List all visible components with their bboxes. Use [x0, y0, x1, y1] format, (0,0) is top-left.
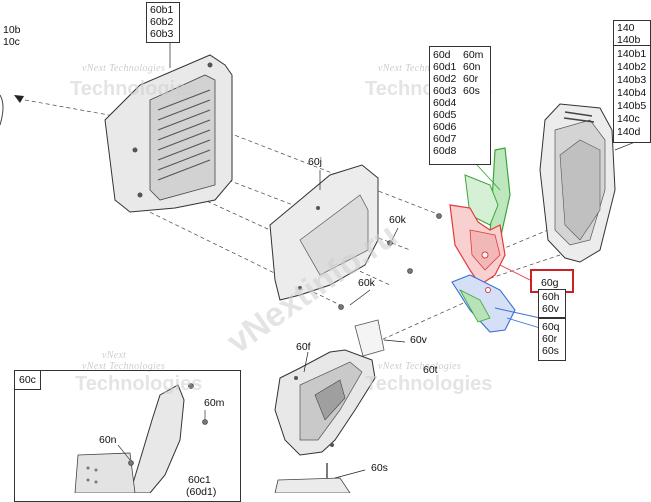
- detail-box-60c: 60c: [14, 370, 241, 502]
- screw-icon: [128, 460, 134, 466]
- arrowhead-icon: [14, 95, 24, 103]
- dashed-line: [24, 99, 121, 118]
- label-60n: 60n: [99, 434, 117, 446]
- dashed-line: [499, 224, 561, 251]
- watermark-text: Technologies: [75, 373, 203, 395]
- callout-text: 60d 60d1 60d2 60d3 60d4 60d5 60d6 60d7 6…: [433, 49, 457, 157]
- callout-text: 60m 60n 60r 60s: [463, 49, 484, 97]
- part-60f-bracket: [274, 349, 376, 456]
- callout-text: 60q 60r 60s: [542, 321, 560, 357]
- callout-text: 140 140b: [617, 22, 641, 46]
- watermark-text: Technologies: [365, 373, 493, 395]
- leader-line-red: [499, 264, 531, 281]
- watermark-text: vNext: [102, 350, 127, 361]
- watermark-text: vNext Technologies: [378, 63, 462, 74]
- callout-box-60h: 60h 60v: [538, 289, 566, 318]
- screws-60k: [338, 213, 442, 310]
- detail-60c-drawing: [74, 383, 208, 493]
- watermark-text: vNext Technologies: [82, 63, 166, 74]
- callout-box-140: 140 140b: [613, 20, 651, 47]
- part-60d-bracket: [449, 147, 516, 333]
- callout-text: 60h 60v: [542, 291, 560, 315]
- callout-box-60q: 60q 60r 60s: [538, 318, 566, 361]
- label-60f: 60f: [296, 341, 311, 353]
- part-140-cushion: [539, 103, 616, 263]
- detail-box-title: 60c: [15, 371, 41, 390]
- callout-box-60b: 60b1 60b2 60b3: [146, 2, 180, 43]
- callout-text: 140b1 140b2 140b3 140b4 140b5 140c 140d: [617, 48, 647, 138]
- label-60t: 60t: [423, 364, 438, 376]
- part-edge: [0, 94, 4, 126]
- label-60k: 60k: [358, 277, 375, 289]
- watermark-text: vNext Technologies: [378, 361, 462, 372]
- watermark-text: Technologies: [70, 78, 198, 100]
- part-60b-seat-back: [104, 54, 233, 213]
- label-60s: 60s: [371, 462, 388, 474]
- callout-box-60d: 60d 60d1 60d2 60d3 60d4 60d5 60d6 60d7 6…: [429, 46, 491, 165]
- watermark-text: vNext Technologies: [82, 361, 166, 372]
- screw-icon: [387, 240, 393, 246]
- label-60m: 60m: [204, 397, 225, 409]
- label-10b: 10b: [3, 24, 21, 36]
- dashed-line: [169, 109, 441, 216]
- part-60v-plate: [354, 319, 385, 357]
- label-10c: 10c: [3, 36, 20, 48]
- callout-text: 60g: [541, 277, 559, 289]
- label-60v: 60v: [410, 334, 427, 346]
- callout-text: 60b1 60b2 60b3: [150, 4, 174, 40]
- dashed-line: [369, 299, 471, 346]
- label-60k: 60k: [389, 214, 406, 226]
- label-60c1: 60c1: [188, 474, 211, 486]
- label-60d1: (60d1): [186, 486, 217, 498]
- screw-icon: [338, 304, 344, 310]
- screw-icon: [188, 383, 194, 389]
- screw-icon: [436, 213, 442, 219]
- label-60j: 60j: [308, 156, 323, 168]
- callout-box-60g-highlighted[interactable]: 60g: [530, 269, 574, 293]
- screw-icon: [407, 268, 413, 274]
- leader-lines: [169, 40, 406, 479]
- callout-box-140b: 140b1 140b2 140b3 140b4 140b5 140c 140d: [613, 45, 651, 143]
- leader-line-green: [476, 164, 501, 191]
- part-bottom-plate: [274, 477, 351, 493]
- part-60j-side-panel: [269, 164, 379, 301]
- leader-lines-blue: [494, 307, 541, 329]
